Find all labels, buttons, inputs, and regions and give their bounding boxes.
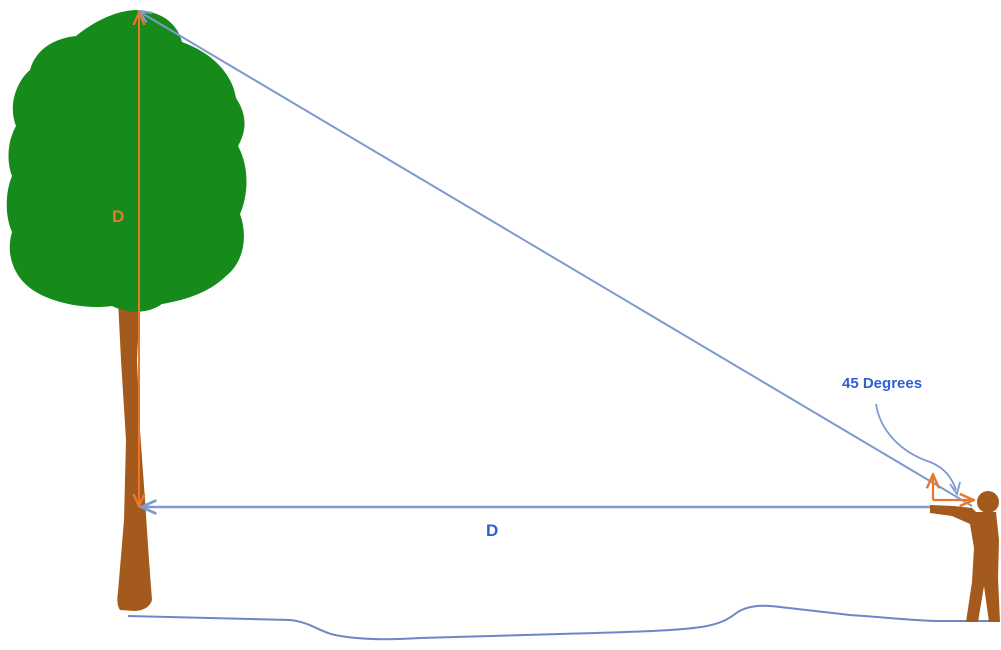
angle-pointer <box>876 404 956 490</box>
ground-line <box>128 606 990 640</box>
angle-label: 45 Degrees <box>842 375 922 392</box>
person-body <box>930 505 1000 622</box>
horizontal-distance-label: D <box>486 521 498 540</box>
tree-trunk <box>117 300 152 611</box>
vertical-distance-label: D <box>112 207 124 226</box>
tree <box>7 10 247 611</box>
sight-line <box>140 12 972 506</box>
person <box>930 491 1000 622</box>
person-head <box>977 491 999 513</box>
tree-foliage <box>7 10 247 312</box>
